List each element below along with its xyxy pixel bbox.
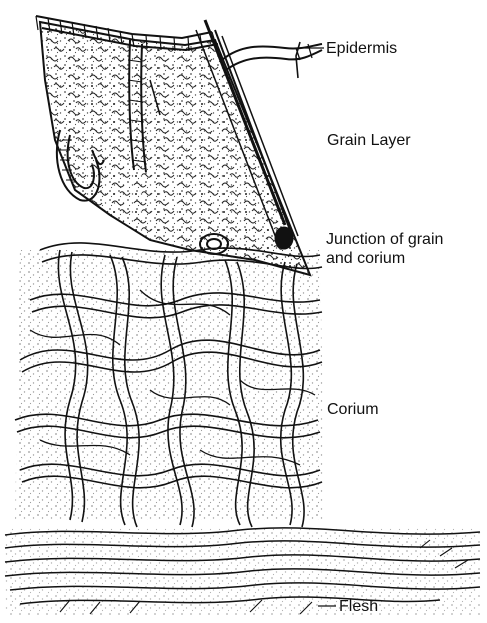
label-flesh: Flesh [339, 597, 378, 616]
flesh-stipple [5, 528, 480, 615]
label-epidermis: Epidermis [326, 39, 397, 58]
grain-layer-region [40, 22, 310, 275]
label-junction: Junction of grain and corium [326, 230, 443, 268]
label-grain-layer: Grain Layer [327, 131, 411, 150]
label-junction-line2: and corium [326, 249, 443, 268]
label-corium: Corium [327, 400, 379, 419]
label-junction-line1: Junction of grain [326, 230, 443, 249]
corium-stipple [15, 250, 325, 520]
